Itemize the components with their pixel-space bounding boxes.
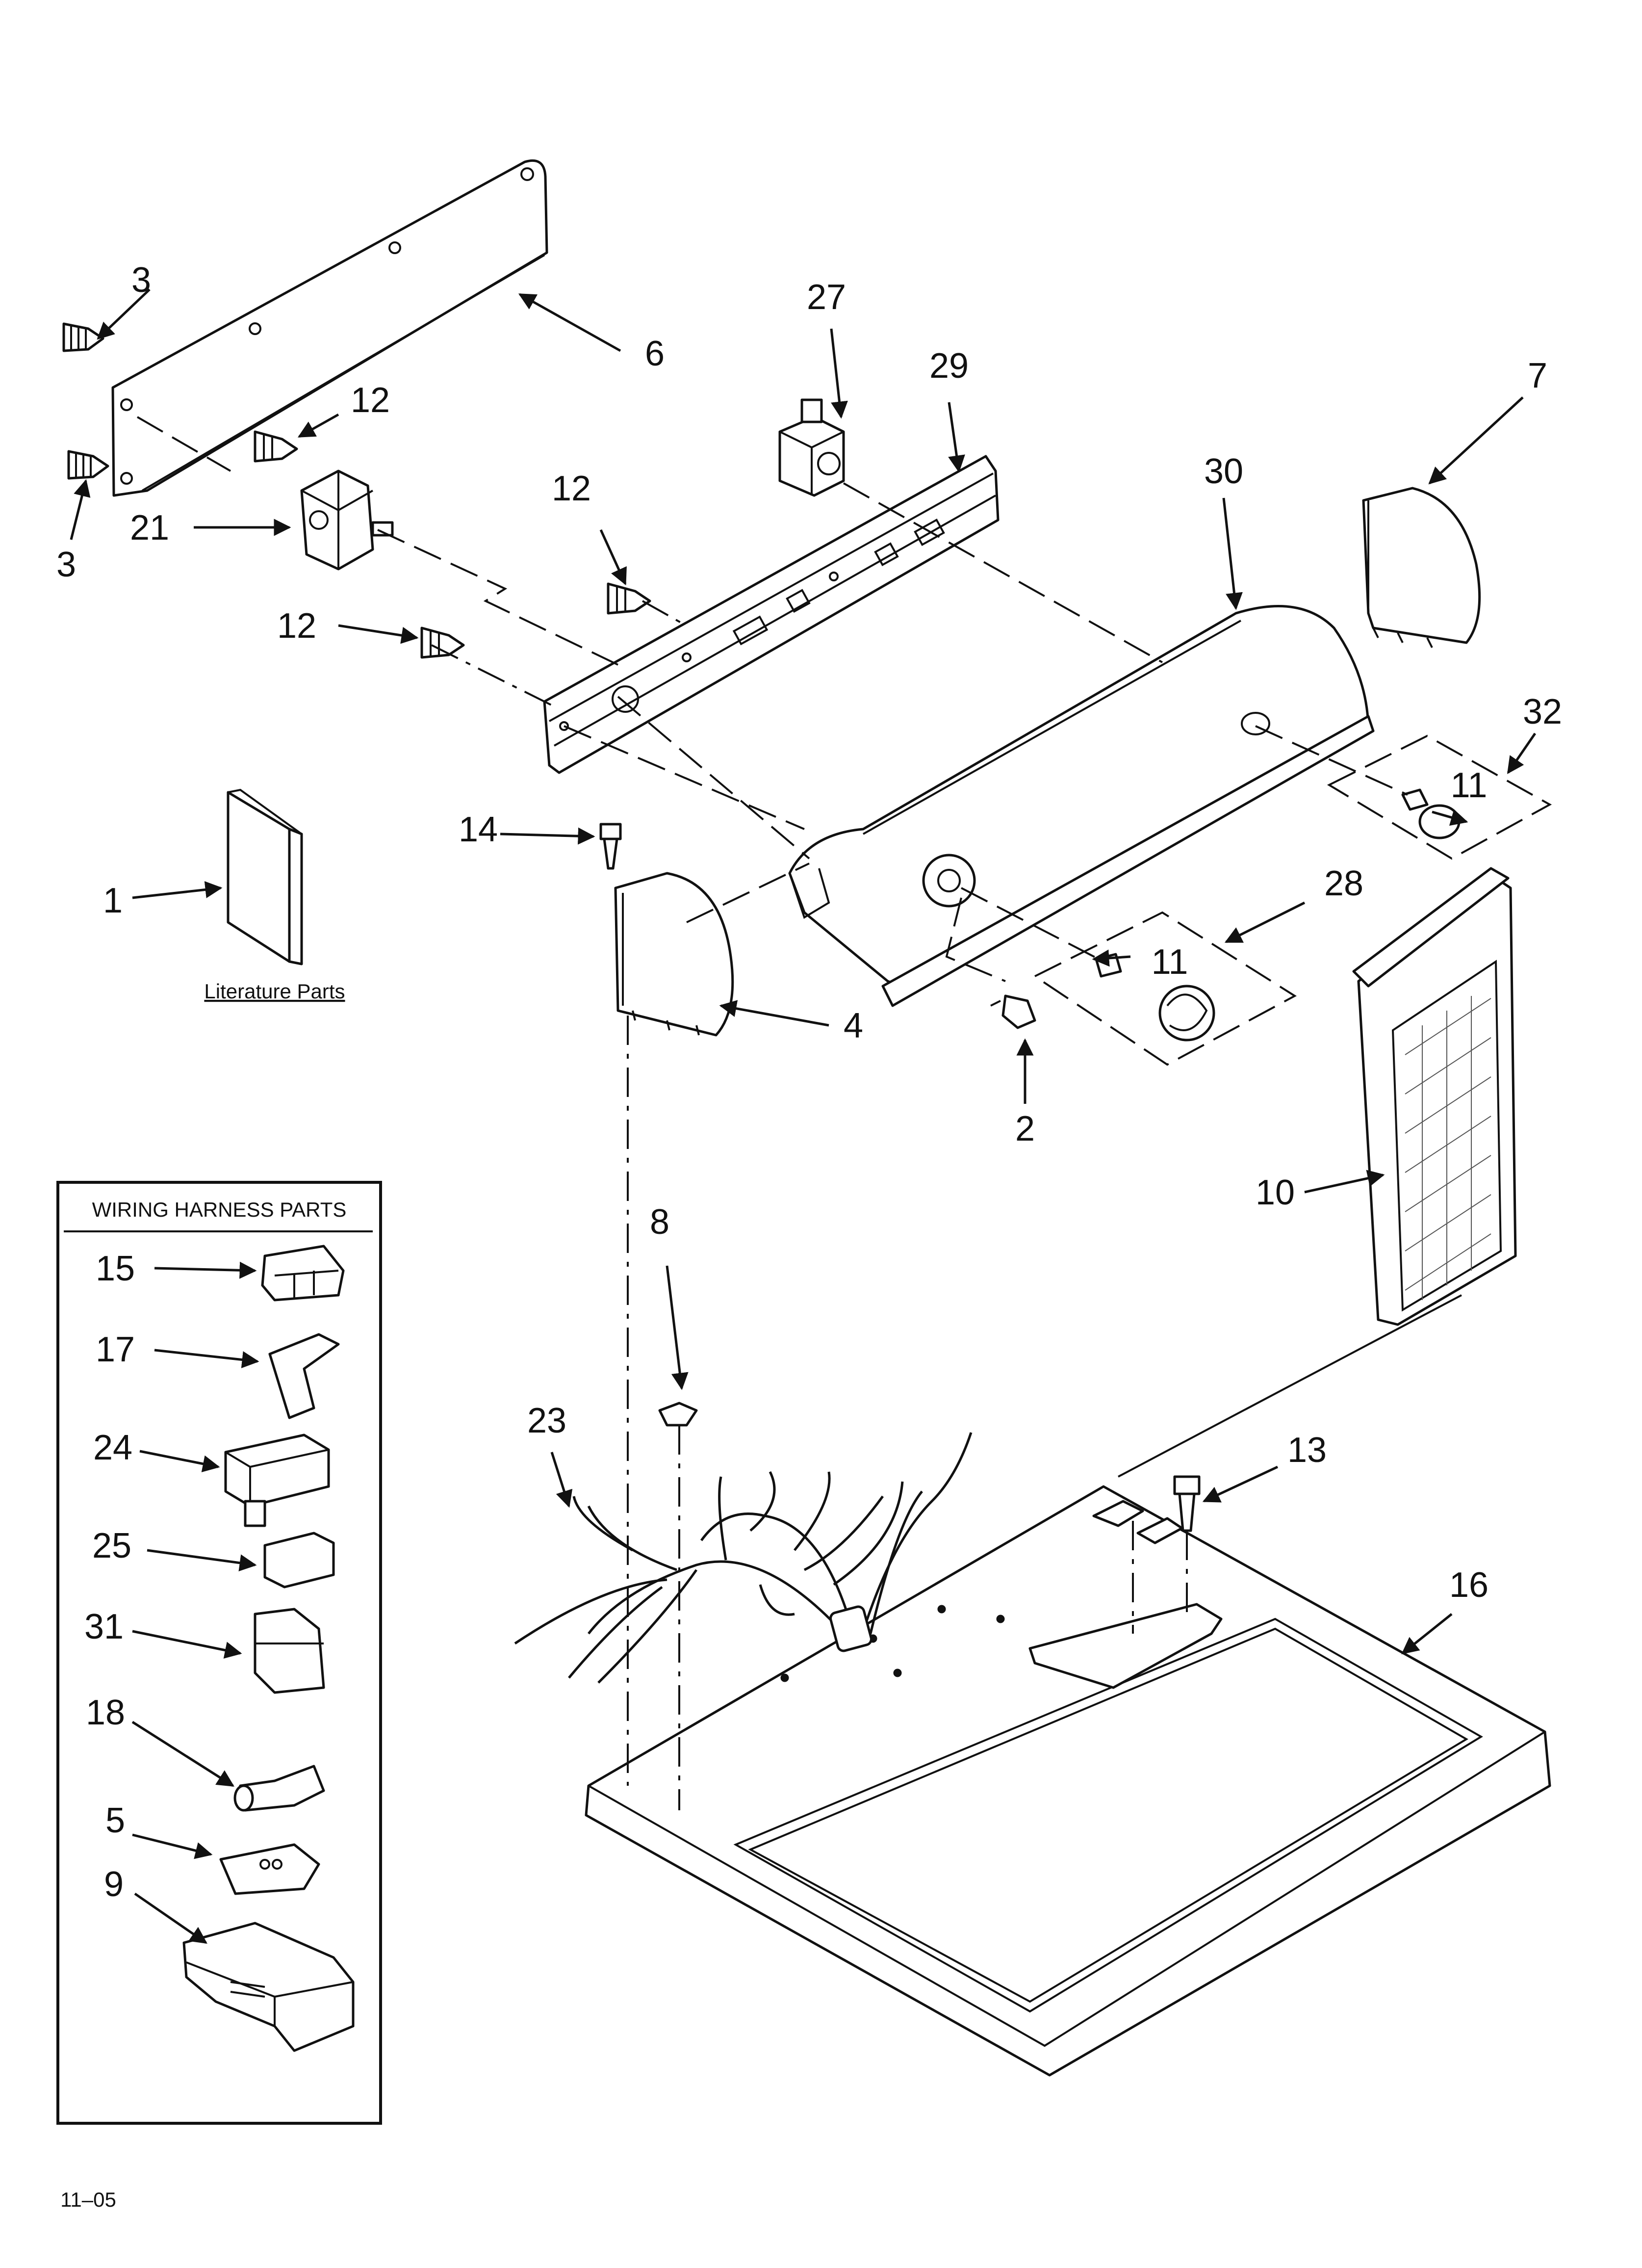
rear-bracket-part xyxy=(111,159,548,497)
wiring-harness-box-title: WIRING HARNESS PARTS xyxy=(92,1198,347,1221)
callout-4: 4 xyxy=(844,1006,863,1045)
switch-part-21 xyxy=(300,469,394,571)
console-panel-part-30 xyxy=(788,605,1375,1007)
callout-21: 21 xyxy=(130,508,169,547)
top-panel-part-16 xyxy=(585,1485,1551,2077)
callout-18: 18 xyxy=(86,1693,125,1732)
clip-part-8 xyxy=(658,1402,698,1427)
callout-12-c: 12 xyxy=(277,606,316,646)
callout-6: 6 xyxy=(645,334,665,373)
switch-part-27 xyxy=(778,398,845,497)
callout-1: 1 xyxy=(103,881,123,920)
screw-part-12-a xyxy=(254,430,298,463)
console-bracket-part-29 xyxy=(543,455,1000,774)
callout-29: 29 xyxy=(929,346,969,386)
callout-12-a: 12 xyxy=(351,381,390,420)
end-cap-part-7 xyxy=(1362,487,1481,648)
callout-27: 27 xyxy=(807,278,846,317)
callout-30: 30 xyxy=(1204,452,1243,491)
screw-part-12-b xyxy=(607,582,651,615)
literature-parts-label: Literature Parts xyxy=(204,980,345,1003)
callout-23: 23 xyxy=(527,1401,566,1440)
callout-15: 15 xyxy=(96,1249,135,1288)
callout-7: 7 xyxy=(1528,356,1547,395)
screw-part-14 xyxy=(599,823,622,870)
knob-group-part-28 xyxy=(1033,911,1297,1066)
screw-part-12-c xyxy=(420,626,465,659)
knob-group-part-32 xyxy=(1327,734,1552,860)
callout-9: 9 xyxy=(104,1865,124,1904)
callout-3-bottom: 3 xyxy=(56,545,76,584)
callout-8: 8 xyxy=(650,1202,669,1242)
callout-14: 14 xyxy=(459,810,498,849)
callout-5: 5 xyxy=(105,1801,125,1840)
screw-part-3-bottom xyxy=(67,450,109,480)
wiring-harness-part-23 xyxy=(514,1432,973,1684)
callout-12-b: 12 xyxy=(552,469,591,508)
screw-part-13 xyxy=(1173,1475,1201,1532)
callout-leaders xyxy=(70,288,1537,1944)
page-code: 11–05 xyxy=(60,2188,116,2211)
callout-13: 13 xyxy=(1287,1431,1327,1470)
wiring-harness-parts-box xyxy=(56,1181,382,2125)
callout-11-b: 11 xyxy=(1152,942,1188,982)
callout-32: 32 xyxy=(1523,692,1562,731)
callout-16: 16 xyxy=(1449,1565,1488,1605)
callout-24: 24 xyxy=(93,1428,132,1467)
literature-part-1 xyxy=(227,788,303,965)
callout-31: 31 xyxy=(84,1607,124,1646)
callout-2: 2 xyxy=(1015,1109,1035,1148)
screw-part-2 xyxy=(990,994,1036,1029)
callout-28: 28 xyxy=(1324,864,1363,903)
callout-11-a: 11 xyxy=(1451,766,1488,805)
callout-3-top: 3 xyxy=(131,261,151,300)
assembly-lines xyxy=(136,416,1462,1810)
callout-17: 17 xyxy=(96,1330,135,1369)
screw-part-3-top xyxy=(62,322,104,352)
lint-screen-part-10 xyxy=(1352,867,1517,1326)
callout-10: 10 xyxy=(1256,1173,1295,1212)
end-cap-part-4 xyxy=(614,872,734,1037)
callout-25: 25 xyxy=(92,1526,131,1565)
callout-numbers: 3 3 6 12 21 12 12 27 29 30 7 32 11 28 11… xyxy=(56,261,1562,2211)
